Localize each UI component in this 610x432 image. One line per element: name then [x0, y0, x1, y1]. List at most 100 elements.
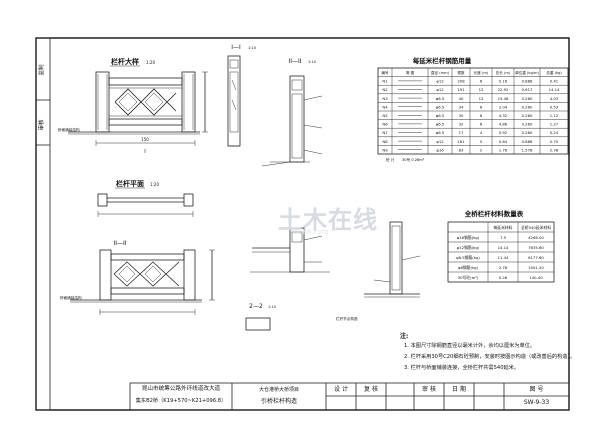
- material-cell: 1501.20: [528, 265, 544, 270]
- rebar-cell: 6: [480, 113, 483, 118]
- material-cell: 14.14: [498, 245, 509, 250]
- material-cell: φ8钢筋(kg): [458, 265, 479, 270]
- elevation-title: 栏杆大样: [111, 57, 139, 66]
- rebar-cell: φ12: [436, 139, 444, 144]
- check-label: 复 核: [364, 386, 378, 393]
- section-2-view: II—II 1:10: [261, 58, 323, 167]
- watermark-sub: co188.com: [290, 228, 329, 236]
- drawing-no-label: 图 号: [529, 386, 544, 393]
- rebar-cell: 0.260: [522, 122, 533, 127]
- rebar-cell: 4.03: [550, 96, 559, 101]
- material-cell: 30号砼(m³): [458, 275, 479, 280]
- rebar-cell: 15.48: [498, 96, 509, 101]
- rebar-header-cell: 长度 (m): [474, 70, 489, 75]
- section-1-view: I—I 1:10: [227, 44, 257, 147]
- rebar-cell: 208: [457, 79, 465, 84]
- note-line-1: 1. 本图尺寸除钢筋直径以毫米计外，余均以厘米为单位。: [404, 343, 536, 349]
- rebar-cell: 2.04: [499, 104, 508, 109]
- rebar-header-cell: 单位重 (kg/m): [515, 70, 539, 75]
- drawing-name: 引桥栏杆构造: [260, 398, 297, 405]
- material-header-cell: 全桥540延米材料: [521, 225, 551, 230]
- rebar-cell: φ6.5: [436, 122, 445, 127]
- rebar-cell: 12: [479, 96, 484, 101]
- rebar-cell: N4: [382, 104, 388, 109]
- project-line-2: 大仓港桥大桥项目: [258, 386, 299, 393]
- section2-scale: 1:10: [308, 60, 317, 64]
- rebar-cell: 0.617: [522, 87, 533, 92]
- pole-detail-view: [364, 221, 421, 298]
- side-strip: [35, 37, 51, 411]
- notes-heading: 注:: [400, 333, 409, 340]
- material-cell: φ6.5钢筋(kg): [456, 255, 480, 260]
- rebar-cell: 0.888: [522, 79, 533, 84]
- elevation-view: 栏杆大样 1:20 桥面铺装结构 150 I: [58, 57, 208, 155]
- rebar-header-cell: 根数: [457, 70, 465, 75]
- rebar-cell: 6: [480, 79, 483, 84]
- rebar-cell: 0.260: [522, 104, 533, 109]
- rebar-cell: 17: [459, 130, 464, 135]
- material-cell: φ12钢筋(kg): [457, 245, 480, 250]
- rebar-cell: φ6.5: [436, 96, 445, 101]
- plan-view: 栏杆平面 1:20: [97, 179, 194, 217]
- rebar-table-title: 每延米栏杆钢筋用量: [413, 56, 472, 65]
- rebar-cell: 1.27: [550, 122, 559, 127]
- side-stamp-top: 监制: [37, 64, 45, 76]
- design-label: 设 计: [334, 386, 348, 393]
- material-cell: 6177.60: [528, 255, 544, 260]
- note-line-2: 2. 栏杆采用30号C20细石砼预制，安装时按图示构造（或改善后的构造）。: [404, 354, 576, 360]
- material-cell: 7635.60: [528, 245, 544, 250]
- rebar-cell: N2: [382, 87, 388, 92]
- rebar-cell: 32: [459, 122, 464, 127]
- rebar-cell: 0.24: [550, 130, 559, 135]
- rebar-cell: 12: [479, 87, 484, 92]
- plan-title: 栏杆平面: [116, 179, 144, 188]
- rebar-cell: 4.86: [499, 122, 508, 127]
- rebar-cell: 1.12: [550, 113, 559, 118]
- rebar-cell: 2: [480, 147, 483, 152]
- section-22-view: 2—2 1:10 栏杆节点构造: [245, 227, 358, 331]
- material-table-title: 全桥栏杆材料数量表: [464, 209, 524, 218]
- rebar-cell: 0.260: [522, 113, 533, 118]
- node-title: 栏杆节点构造: [336, 316, 358, 321]
- section22-scale: 1:10: [268, 305, 277, 309]
- rebar-cell: 0.92: [499, 130, 508, 135]
- rebar-cell: φ6.5: [436, 104, 445, 109]
- material-cell: φ16钢筋(kg): [457, 235, 480, 240]
- rebar-footer-value: 30号 0.26m³: [402, 157, 425, 162]
- rebar-cell: 4.32: [499, 113, 508, 118]
- rebar-header-cell: 总长 (m): [496, 70, 511, 75]
- plan-scale: 1:20: [150, 182, 159, 187]
- elevation2-view: II—II 桥面铺装结构: [60, 240, 215, 315]
- project-line-3: 集东B2桥（K19+570~K21+096.8）: [135, 398, 227, 405]
- title-block: [129, 382, 570, 411]
- rebar-cell: φ6.5: [436, 113, 445, 118]
- material-header-cell: 每延米材料: [494, 225, 513, 230]
- rebar-cell: 2.78: [550, 147, 559, 152]
- elevation2-base-label: 桥面铺装结构: [60, 295, 82, 300]
- section1-title: I—I: [231, 44, 241, 51]
- rebar-cell: 6: [480, 104, 483, 109]
- section22-title: 2—2: [249, 303, 263, 310]
- rebar-cell: 34: [459, 104, 464, 109]
- elevation-base-label: 桥面铺装结构: [58, 127, 80, 132]
- review-label: 审 核: [422, 386, 436, 393]
- rebar-cell: 22.92: [498, 87, 509, 92]
- rebar-cell: 0.75: [550, 139, 559, 144]
- material-cell: 0.26: [499, 275, 508, 280]
- elevation2-title: II—II: [113, 240, 126, 247]
- rebar-footer-label: 砼 计: [386, 157, 395, 162]
- rebar-cell: 14.14: [549, 87, 560, 92]
- rebar-cell: 161: [457, 139, 465, 144]
- rebar-cell: 0.16: [499, 79, 508, 84]
- rebar-cell: 5: [480, 139, 483, 144]
- material-cell: 2.78: [499, 265, 508, 270]
- rebar-cell: 0.53: [550, 104, 559, 109]
- note-line-3: 3. 栏杆与桥面铺装连接，全桥栏杆共需540延米。: [404, 365, 520, 371]
- material-cell: 4266.00: [528, 235, 544, 240]
- rebar-cell: N1: [382, 79, 388, 84]
- rebar-cell: 0.260: [522, 96, 533, 101]
- side-stamp-bottom: 审核: [37, 119, 45, 131]
- rebar-cell: φ12: [436, 87, 444, 92]
- rebar-header-cell: 简 图: [406, 70, 415, 75]
